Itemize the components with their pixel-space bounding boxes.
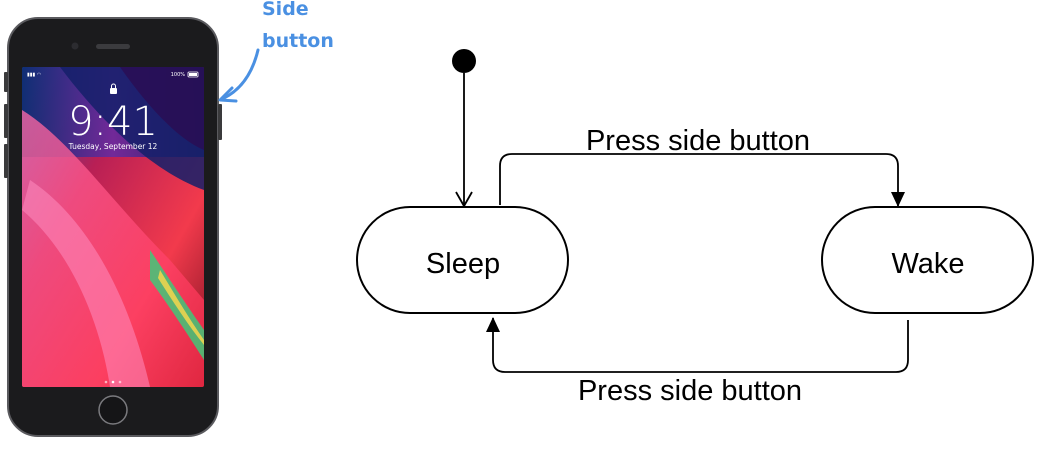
mute-switch xyxy=(4,72,8,92)
page-dot xyxy=(104,380,108,384)
side-button-label-line2: button xyxy=(262,30,334,52)
signal-icon: ▮▮▮ ◠ xyxy=(27,72,41,78)
transition-sleep-to-wake-arrowhead xyxy=(891,192,905,207)
volume-down-button xyxy=(4,144,8,178)
transition-sleep-to-wake-label: Press side button xyxy=(586,125,810,157)
earpiece xyxy=(96,44,130,49)
transition-wake-to-sleep-arrowhead xyxy=(486,317,500,332)
iphone-image: ▮▮▮ ◠ 100% 9:41 Tuesday, September 12 xyxy=(4,17,260,437)
transition-sleep-to-wake xyxy=(499,153,899,206)
state-wake-label: Wake xyxy=(891,248,964,280)
front-camera-icon xyxy=(71,42,79,50)
page-dot xyxy=(111,380,115,384)
transition-wake-to-sleep-label: Press side button xyxy=(578,375,802,407)
page-dot xyxy=(118,380,122,384)
lock-screen: ▮▮▮ ◠ 100% 9:41 Tuesday, September 12 xyxy=(22,67,204,387)
lock-icon xyxy=(110,88,117,94)
lock-time: 9:41 xyxy=(68,99,158,145)
side-button-label-line1: Side xyxy=(262,0,309,20)
side-button-annotation-arrow xyxy=(222,48,260,100)
lock-date: Tuesday, September 12 xyxy=(68,142,158,151)
state-sleep xyxy=(356,206,569,314)
side-button xyxy=(218,104,222,140)
battery-percent: 100% xyxy=(171,72,186,78)
initial-state-node xyxy=(452,49,476,73)
home-button xyxy=(98,395,128,425)
transition-wake-to-sleep xyxy=(492,318,909,373)
battery-icon xyxy=(187,71,199,78)
volume-up-button xyxy=(4,104,8,138)
state-sleep-label: Sleep xyxy=(426,248,500,280)
state-wake xyxy=(821,206,1034,314)
phone-illustration: ▮▮▮ ◠ 100% 9:41 Tuesday, September 12 Si… xyxy=(0,0,350,471)
